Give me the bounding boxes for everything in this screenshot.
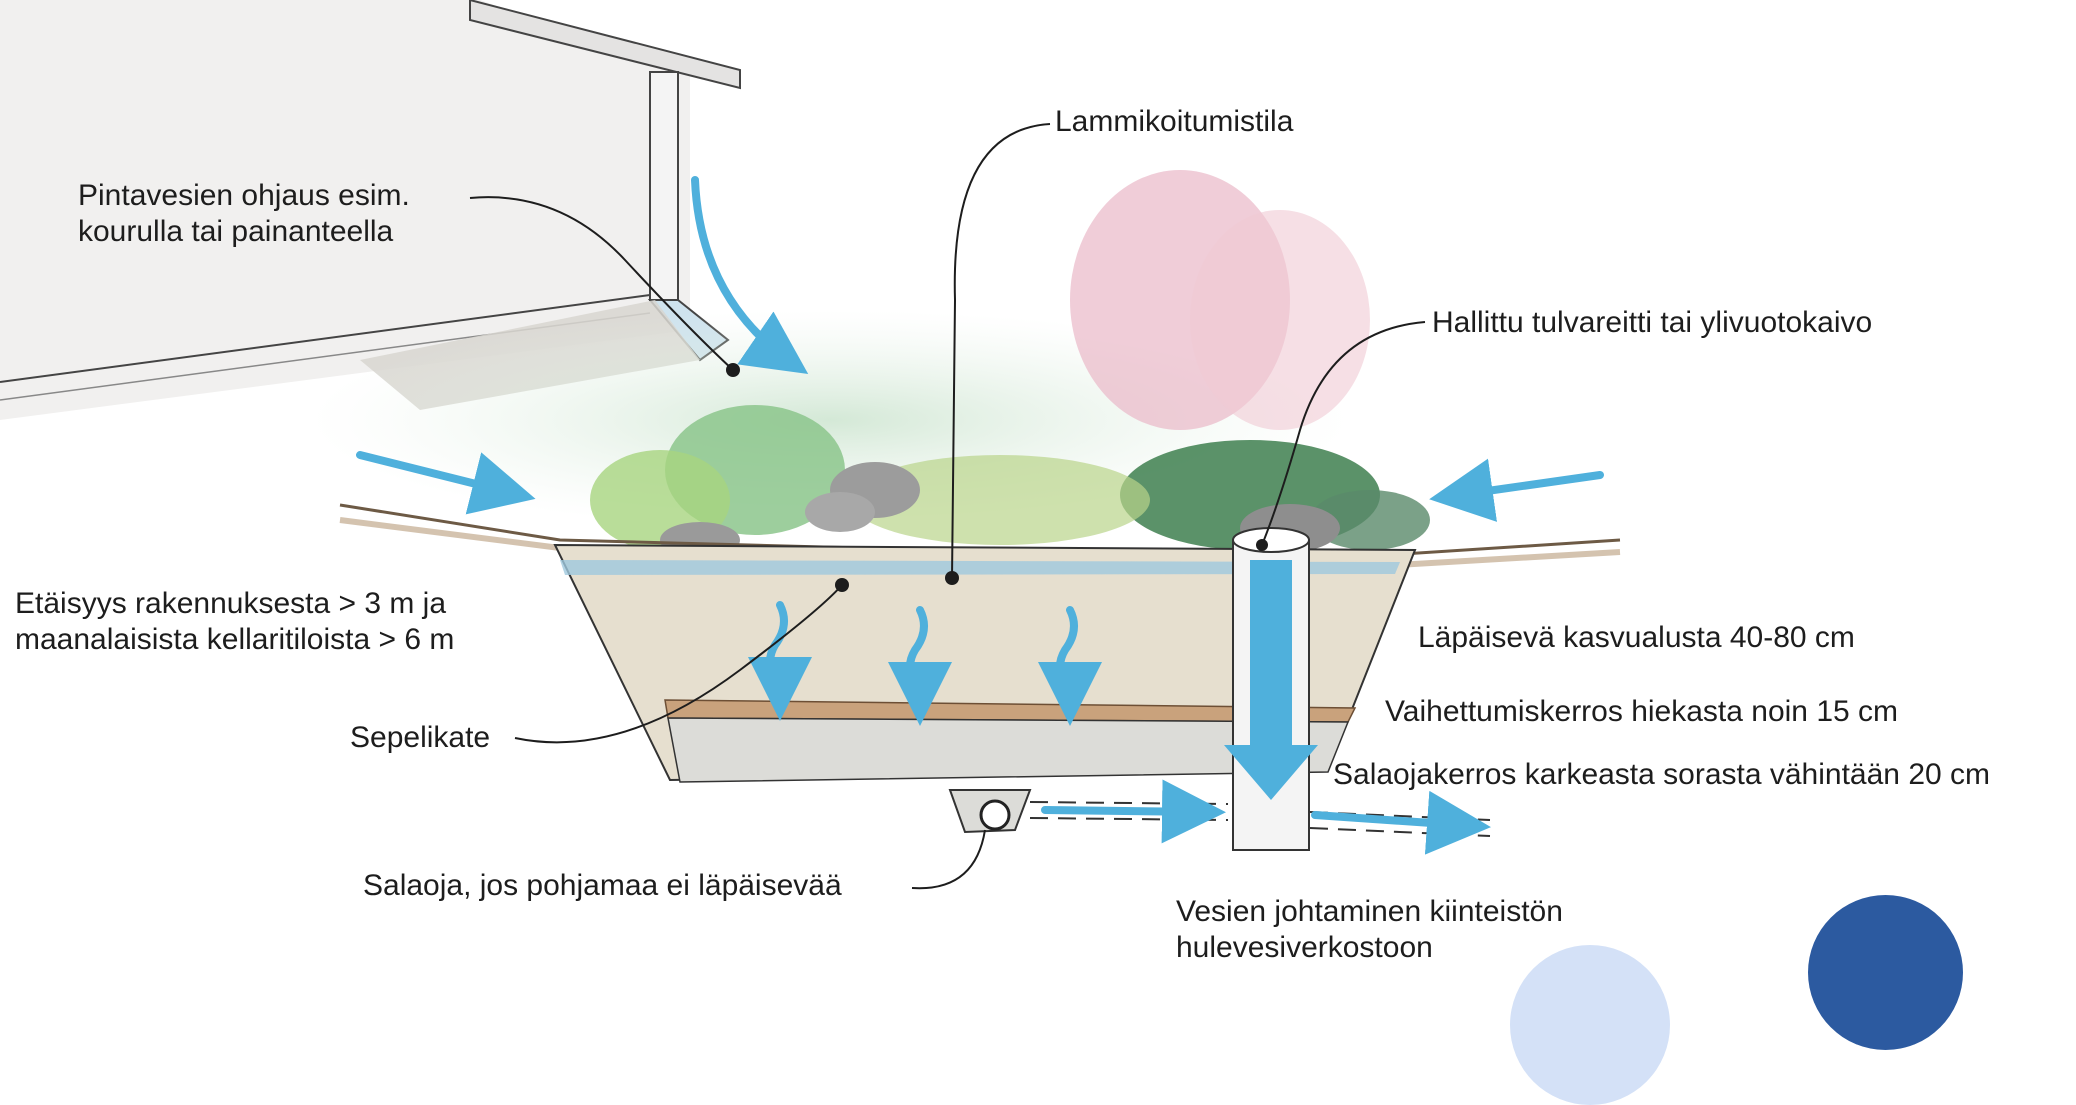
drain-flow-arrow: [1045, 810, 1210, 812]
label-gravel-cover: Sepelikate: [350, 720, 490, 756]
rain-garden-illustration: [0, 0, 2076, 970]
decor-circle-dark: [1808, 895, 1963, 1050]
label-transition-layer: Vaihettumiskerros hiekasta noin 15 cm: [1385, 694, 1898, 730]
label-distance: Etäisyys rakennuksesta > 3 m ja maanalai…: [15, 586, 454, 658]
label-surface-water: Pintavesien ohjaus esim. kourulla tai pa…: [78, 178, 410, 250]
label-drainage-layer: Salaojakerros karkeasta sorasta vähintää…: [1333, 757, 1990, 793]
label-stormwater: Vesien johtaminen kiinteistön hulevesive…: [1176, 894, 1563, 966]
label-drain-pipe: Salaoja, jos pohjamaa ei läpäisevää: [363, 868, 842, 904]
outflow-arrow: [1315, 815, 1475, 826]
label-overflow: Hallittu tulvareitti tai ylivuotokaivo: [1432, 305, 1872, 341]
label-growing-medium: Läpäisevä kasvualusta 40-80 cm: [1418, 620, 1855, 656]
label-ponding: Lammikoitumistila: [1055, 104, 1293, 140]
decor-circle-light: [1510, 945, 1670, 1105]
leader-drain-pipe: [912, 830, 985, 888]
flow-arrow-right: [1445, 475, 1600, 497]
